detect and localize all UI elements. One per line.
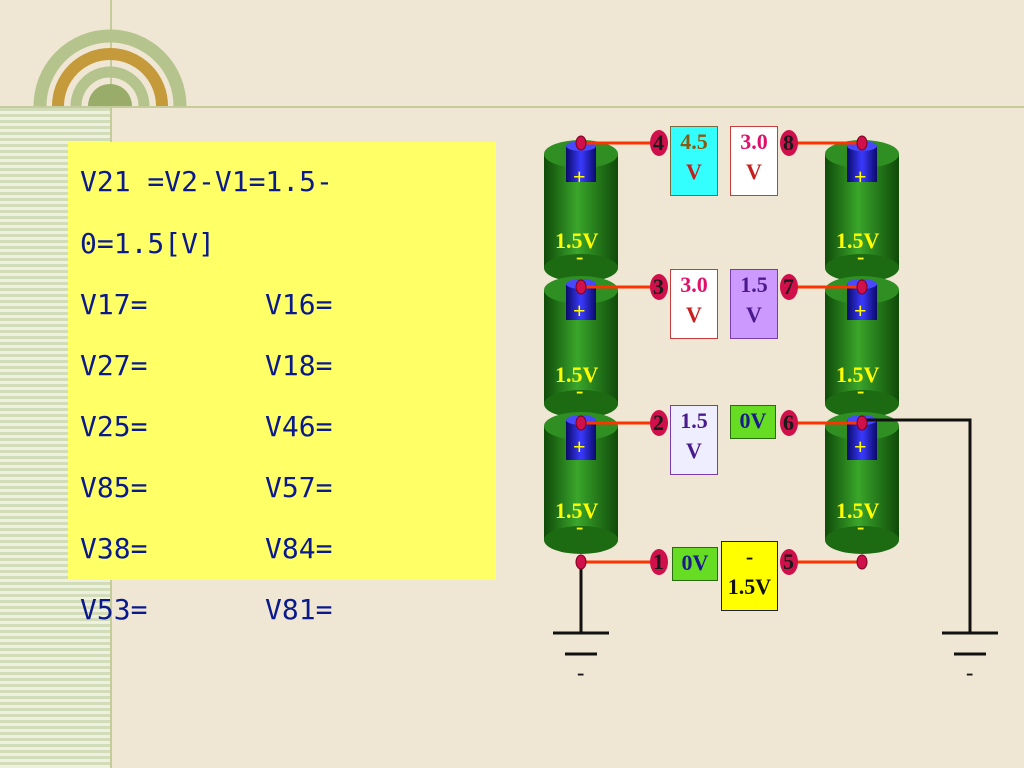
voltage-label-node6: 0V — [730, 405, 776, 439]
divider-horizontal — [0, 106, 1024, 108]
voltage-label-node1: 0V — [672, 547, 718, 581]
equation-v57: V57= — [265, 471, 333, 504]
voltage-value: 4.5 — [680, 129, 708, 154]
voltage-unit: V — [746, 301, 762, 327]
battery-voltage-label: 1.5V — [836, 362, 880, 387]
voltage-label-node7: 1.5 V — [730, 269, 778, 339]
battery-plus-label: + — [573, 298, 586, 323]
equation-v25: V25= — [80, 410, 148, 443]
battery-voltage-label: 1.5V — [836, 498, 880, 523]
voltage-label-node4: 4.5 V — [670, 126, 718, 196]
voltage-value: 3.0 — [680, 272, 708, 297]
equation-panel — [68, 142, 496, 580]
equation-v85: V85= — [80, 471, 148, 504]
node-number-8: 8 — [783, 130, 794, 155]
ground-symbol-left — [553, 631, 609, 656]
arc-logo — [33, 29, 187, 107]
equation-v46: V46= — [265, 410, 333, 443]
voltage-label-node3: 3.0 V — [670, 269, 718, 339]
ground-wires — [579, 418, 972, 632]
equation-line-2: 0=1.5[V] — [80, 227, 215, 260]
battery-plus-label: + — [573, 434, 586, 459]
equation-v81: V81= — [265, 593, 333, 626]
equation-v17: V17= — [80, 288, 148, 321]
equation-v18: V18= — [265, 349, 333, 382]
battery-left-bottom — [544, 412, 618, 554]
voltage-value: 0V — [681, 550, 709, 575]
voltage-unit: V — [746, 158, 762, 184]
voltage-label-node2: 1.5 V — [670, 405, 718, 475]
battery-left-top — [544, 140, 618, 282]
ground-symbol-right — [942, 631, 998, 656]
node-number-1: 1 — [653, 549, 664, 574]
wires-red — [581, 141, 862, 564]
voltage-value: 1.5 — [740, 272, 768, 297]
voltage-value: 1.5 — [680, 408, 708, 433]
ground-label-right: - — [966, 660, 974, 685]
battery-left-middle — [544, 276, 618, 418]
equation-v38: V38= — [80, 532, 148, 565]
voltage-label-node8: 3.0 V — [730, 126, 778, 196]
battery-plus-label: + — [573, 164, 586, 189]
battery-right-top — [825, 140, 899, 282]
voltage-unit: V — [686, 158, 702, 184]
battery-minus-label: - — [857, 378, 865, 403]
node-markers — [650, 130, 798, 575]
node-number-5: 5 — [783, 549, 794, 574]
equation-v84: V84= — [265, 532, 333, 565]
voltage-value: 1.5V — [727, 573, 772, 599]
node-number-2: 2 — [653, 410, 664, 435]
battery-plus-label: + — [854, 298, 867, 323]
battery-right-middle — [825, 276, 899, 418]
battery-minus-label: - — [576, 514, 584, 539]
node-number-3: 3 — [653, 274, 664, 299]
battery-plus-label: + — [854, 434, 867, 459]
node-number-7: 7 — [783, 274, 794, 299]
battery-voltage-label: 1.5V — [555, 228, 599, 253]
battery-voltage-label: 1.5V — [836, 228, 880, 253]
terminal-dots — [575, 135, 868, 570]
node-number-6: 6 — [783, 410, 794, 435]
voltage-unit: V — [686, 301, 702, 327]
voltage-unit: V — [686, 437, 702, 463]
battery-plus-label: + — [854, 164, 867, 189]
voltage-sign: - — [745, 544, 754, 569]
battery-voltage-label: 1.5V — [555, 362, 599, 387]
voltage-label-node5: - 1.5V — [721, 541, 778, 611]
battery-minus-label: - — [576, 244, 584, 269]
ground-label-left: - — [577, 660, 585, 685]
voltage-value: 0V — [739, 408, 767, 433]
equation-v27: V27= — [80, 349, 148, 382]
battery-minus-label: - — [576, 378, 584, 403]
battery-voltage-label: 1.5V — [555, 498, 599, 523]
equation-v16: V16= — [265, 288, 333, 321]
battery-minus-label: - — [857, 244, 865, 269]
battery-minus-label: - — [857, 514, 865, 539]
node-number-4: 4 — [653, 130, 664, 155]
battery-right-bottom — [825, 412, 899, 554]
voltage-value: 3.0 — [740, 129, 768, 154]
equation-v53: V53= — [80, 593, 148, 626]
equation-line-1: V21 =V2-V1=1.5- — [80, 165, 333, 198]
